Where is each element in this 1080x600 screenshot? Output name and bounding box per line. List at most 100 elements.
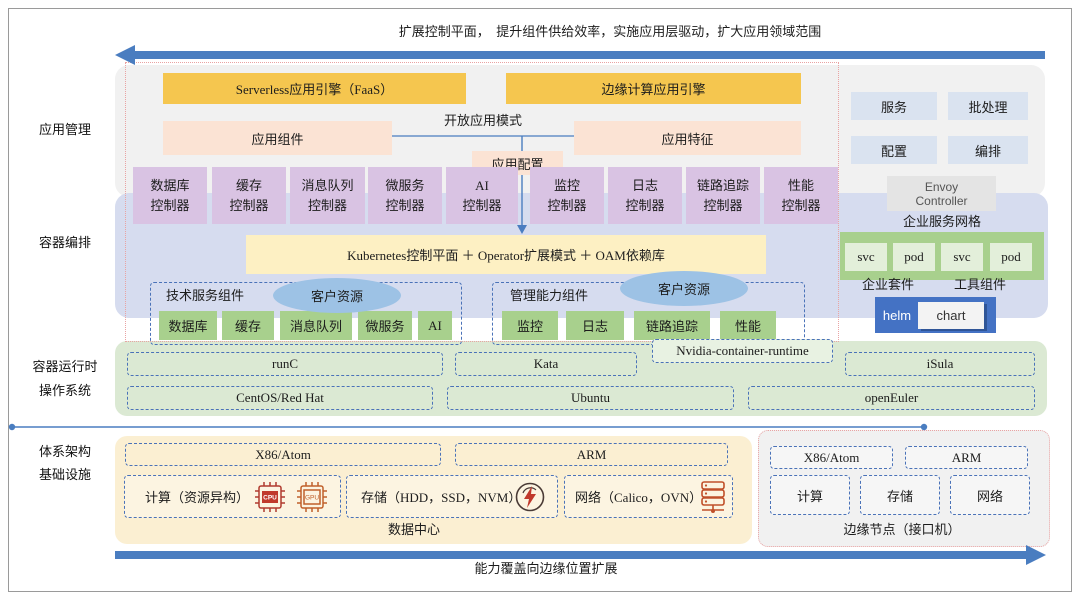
workload-service: 服务 (851, 92, 937, 120)
server-network-icon (701, 481, 725, 513)
os-centos: CentOS/Red Hat (127, 386, 433, 410)
app-components-box: 应用组件 (163, 121, 392, 155)
mgmt-item-tracing: 链路追踪 (634, 311, 710, 340)
controller-tracing: 链路追踪 控制器 (686, 167, 760, 224)
layer-label-orchestration: 容器编排 (38, 235, 91, 250)
kubernetes-control-plane-bar: Kubernetes控制平面 ＋ Operator扩展模式 ＋ OAM依赖库 (246, 235, 766, 274)
data-center-title: 数据中心 (387, 522, 440, 537)
controller-microservice: 微服务 控制器 (368, 167, 442, 224)
os-ubuntu: Ubuntu (447, 386, 734, 410)
runtime-isula: iSula (845, 352, 1035, 376)
layer-label-infrastructure: 基础设施 (38, 467, 91, 482)
runtime-nvidia: Nvidia-container-runtime (652, 339, 833, 363)
tech-item-cache: 缓存 (222, 311, 274, 340)
edge-arch-x86: X86/Atom (770, 446, 893, 469)
controller-performance: 性能 控制器 (764, 167, 838, 224)
mgmt-item-logging: 日志 (566, 311, 624, 340)
dc-network-label: 网络（Calico，OVN） (575, 490, 703, 505)
workload-config: 配置 (851, 136, 937, 164)
tech-services-title: 技术服务组件 (166, 288, 245, 303)
runtime-os-region (115, 341, 1047, 416)
data-center-region (115, 436, 752, 544)
mesh-unit-svc: svc (845, 243, 887, 271)
layer-label-os: 操作系统 (38, 383, 91, 398)
edge-compute: 计算 (770, 475, 850, 515)
bottom-caption: 能力覆盖向边缘位置扩展 (474, 561, 618, 576)
gpu-icon-label: GPU (305, 495, 319, 502)
tech-item-microservice: 微服务 (358, 311, 412, 340)
dc-compute-box: 计算（资源异构） (124, 475, 341, 518)
edge-node-region (758, 430, 1050, 547)
cpu-icon-label: CPU (263, 495, 277, 502)
dc-storage-label: 存储（HDD，SSD，NVM） (361, 490, 522, 505)
tech-item-message-queue: 消息队列 (280, 311, 352, 340)
edge-storage: 存储 (860, 475, 940, 515)
cpu-icon: CPU (255, 482, 285, 512)
controller-name: 数据库 (150, 177, 190, 193)
controller-suffix: 控制器 (229, 197, 269, 213)
controller-name: 微服务 (385, 177, 425, 193)
workload-batch: 批处理 (948, 92, 1028, 120)
os-openeuler: openEuler (748, 386, 1035, 410)
custom-resource-ellipse: 客户资源 (273, 278, 401, 313)
controller-suffix: 控制器 (547, 197, 587, 213)
controller-suffix: 控制器 (462, 197, 502, 213)
controller-suffix: 控制器 (150, 197, 190, 213)
controller-name: 监控 (553, 177, 580, 193)
runtime-kata: Kata (455, 352, 637, 376)
open-app-model-label: 开放应用模式 (443, 113, 522, 128)
management-capabilities-title: 管理能力组件 (510, 288, 589, 303)
layer-label-architecture: 体系架构 (38, 444, 91, 459)
controller-name: 缓存 (235, 177, 262, 193)
controller-ai: AI 控制器 (446, 167, 518, 224)
controller-monitoring: 监控 控制器 (530, 167, 604, 224)
controller-name: AI (475, 177, 489, 193)
controller-name: 消息队列 (301, 177, 354, 193)
tool-components-label: 工具组件 (953, 277, 1006, 292)
layer-label-app-management: 应用管理 (38, 122, 91, 137)
controller-cache: 缓存 控制器 (212, 167, 286, 224)
controller-name: 链路追踪 (696, 177, 749, 193)
gpu-icon: GPU (297, 482, 327, 512)
mesh-unit-pod: pod (990, 243, 1032, 271)
mesh-unit-svc: svc (941, 243, 983, 271)
dc-arch-arm: ARM (455, 443, 728, 466)
controller-name: 日志 (631, 177, 658, 193)
edge-arch-arm: ARM (905, 446, 1028, 469)
app-traits-box: 应用特征 (574, 121, 801, 155)
controller-database: 数据库 控制器 (133, 167, 207, 224)
top-caption: 扩展控制平面， 提升组件供给效率，实施应用层驱动，扩大应用领域范围 (398, 24, 822, 39)
runtime-runc: runC (127, 352, 443, 376)
app-orchestration-outline (125, 62, 839, 342)
diagram-frame (8, 8, 1072, 592)
workload-orchestration: 编排 (948, 136, 1028, 164)
helm-label: helm (882, 308, 912, 323)
tech-item-ai: AI (418, 311, 452, 340)
controller-suffix: 控制器 (307, 197, 347, 213)
controller-logging: 日志 控制器 (608, 167, 682, 224)
mgmt-item-monitoring: 监控 (502, 311, 558, 340)
controller-suffix: 控制器 (703, 197, 743, 213)
controller-message-queue: 消息队列 控制器 (290, 167, 365, 224)
dc-compute-label: 计算（资源异构） (145, 490, 250, 505)
envoy-line2: Controller (915, 193, 968, 208)
service-mesh-title: 企业服务网格 (902, 214, 981, 229)
custom-resource-ellipse: 客户资源 (620, 271, 748, 306)
tech-item-database: 数据库 (159, 311, 217, 340)
controller-suffix: 控制器 (385, 197, 425, 213)
edge-node-title: 边缘节点（接口机） (843, 522, 961, 537)
dc-storage-box: 存储（HDD，SSD，NVM） (346, 475, 558, 518)
layer-label-runtime: 容器运行时 (32, 359, 98, 374)
controller-suffix: 控制器 (625, 197, 665, 213)
enterprise-suite-label: 企业套件 (861, 277, 914, 292)
mgmt-item-performance: 性能 (720, 311, 776, 340)
edge-network: 网络 (950, 475, 1030, 515)
envoy-line1: Envoy (924, 179, 959, 194)
controller-name: 性能 (787, 177, 814, 193)
dc-arch-x86: X86/Atom (125, 443, 441, 466)
mesh-unit-pod: pod (893, 243, 935, 271)
storage-lightning-icon (515, 482, 545, 512)
serverless-engine-box: Serverless应用引擎（FaaS） (163, 73, 466, 104)
controller-suffix: 控制器 (781, 197, 821, 213)
chart-box: chart (918, 302, 984, 329)
